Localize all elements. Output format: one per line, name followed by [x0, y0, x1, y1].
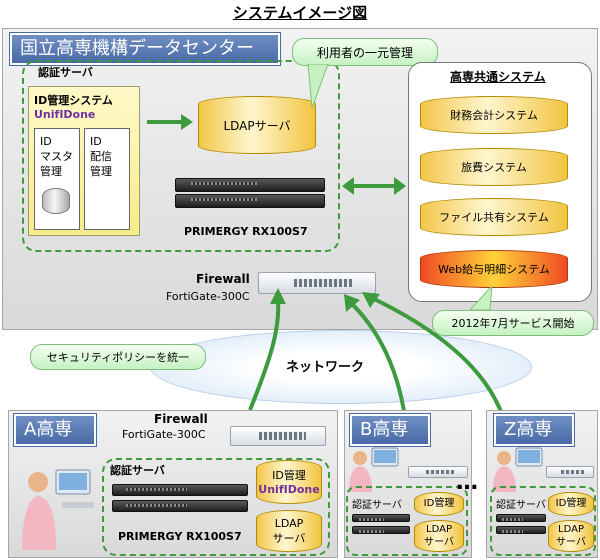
kosen-b-ldap: LDAP サーバ [414, 520, 464, 552]
center-firewall-model: FortiGate-300C [166, 290, 250, 303]
kosen-b-id-mgmt: ID管理 [414, 492, 464, 516]
center-auth-server-region [22, 60, 340, 252]
system-web-payslip: Web給与明細システム [420, 250, 568, 288]
system-finance: 財務会計システム [420, 96, 568, 134]
kosen-b-auth-region [346, 486, 468, 556]
server-icon [496, 526, 546, 534]
ellipsis: … [456, 470, 478, 495]
kosen-a-auth-region [102, 458, 330, 556]
id-master-label: ID マスタ 管理 [40, 135, 73, 178]
kosen-a-firewall-label: Firewall [154, 412, 208, 426]
user-at-computer-icon [493, 447, 543, 492]
arrow-icon [147, 114, 193, 130]
system-travel: 旅費システム [420, 148, 568, 186]
server-icon [352, 526, 410, 534]
kosen-z-auth-label: 認証サーバ [496, 500, 546, 511]
kosen-z-auth-region [490, 486, 596, 556]
service-start-note: 2012年7月サービス開始 [432, 310, 594, 336]
kosen-z-ldap: LDAP サーバ [548, 520, 594, 552]
firewall-icon [230, 426, 326, 446]
id-system-product: UnifIDone [34, 108, 96, 121]
kosen-a-title: A高専 [14, 414, 96, 446]
kosen-a-id-mgmt: ID管理 UnifIDone [256, 460, 322, 504]
user-at-computer-icon [349, 447, 399, 492]
server-icon [112, 484, 248, 496]
security-policy-callout: セキュリティポリシーを統一 [30, 344, 206, 370]
double-arrow-icon [342, 177, 406, 195]
datacenter-title: 国立高専機構データセンター [10, 33, 280, 65]
id-system-title: ID管理システム [34, 94, 113, 107]
database-icon [42, 188, 70, 214]
kosen-b-auth-label: 認証サーバ [352, 500, 402, 511]
server-icon [112, 500, 248, 512]
user-at-computer-icon [22, 469, 94, 550]
common-systems-title: 高専共通システム [450, 70, 546, 84]
network-label: ネットワーク [286, 360, 365, 375]
page-title: システムイメージ図 [232, 4, 368, 22]
user-management-callout: 利用者の一元管理 [292, 38, 438, 66]
server-icon [496, 514, 546, 522]
kosen-a-ldap: LDAP サーバ [256, 510, 322, 552]
kosen-z-title: Z高専 [494, 414, 574, 446]
network-cloud [150, 330, 532, 404]
server-icon [175, 178, 325, 192]
kosen-b-title: B高専 [350, 414, 430, 446]
kosen-a-server-model: PRIMERGY RX100S7 [118, 530, 242, 543]
kosen-a-auth-label: 認証サーバ [110, 464, 165, 477]
server-icon [175, 194, 325, 208]
center-server-model: PRIMERGY RX100S7 [184, 225, 308, 238]
center-firewall-label: Firewall [196, 272, 250, 286]
kosen-z-id-mgmt: ID管理 [548, 492, 594, 516]
ldap-server-cylinder: LDAPサーバ [198, 96, 316, 154]
firewall-icon [546, 466, 594, 478]
server-icon [352, 514, 410, 522]
firewall-icon [258, 272, 376, 294]
center-auth-server-label: 認証サーバ [38, 66, 93, 79]
id-distribution-label: ID 配信 管理 [90, 135, 112, 178]
firewall-icon [408, 466, 468, 478]
kosen-a-firewall-model: FortiGate-300C [122, 428, 206, 441]
system-file-share: ファイル共有システム [420, 198, 568, 236]
